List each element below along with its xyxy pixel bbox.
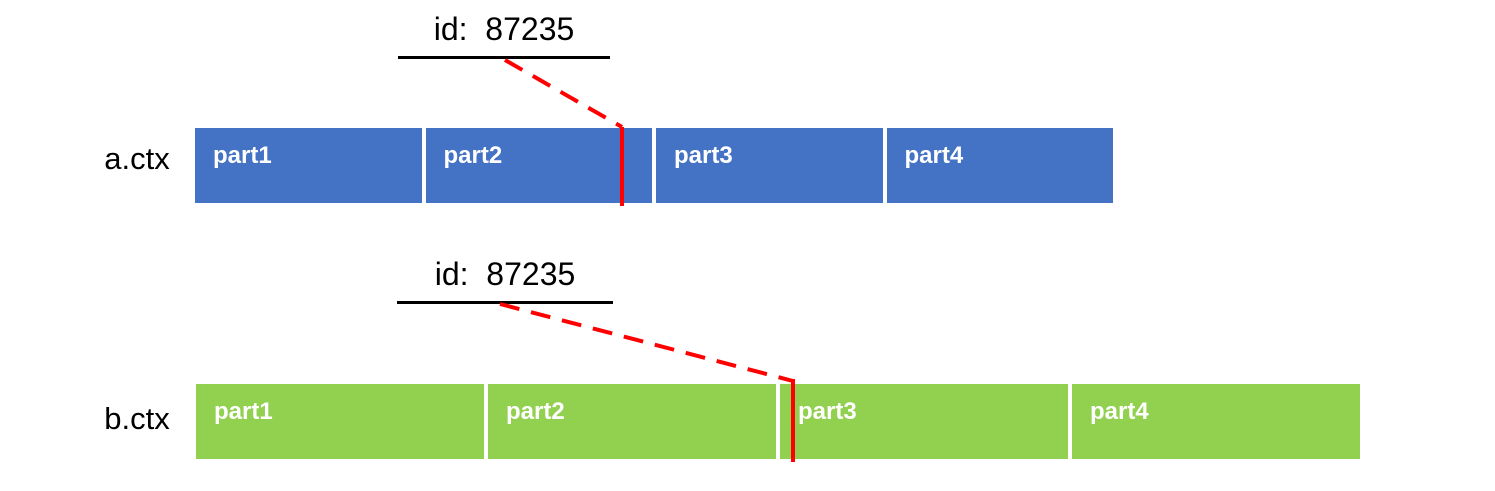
bar-b-part1: part1 [196,384,484,459]
callout-b-underline [397,301,613,304]
bar-a-part4: part4 [886,128,1113,203]
bar-a-name-label: a.ctx [104,141,170,176]
callout-b-leader-line [499,302,794,383]
bar-b-name-label: b.ctx [104,401,170,436]
bar-b-part3: part3 [780,384,1068,459]
bar-b-part4: part4 [1072,384,1360,459]
bar-a-part2: part2 [425,128,652,203]
bar-b-id-position-marker [791,379,795,462]
bar-a-part3: part3 [656,128,883,203]
bar-b: part1 part2 part3 part4 [196,384,1360,459]
bar-a-part1: part1 [195,128,422,203]
bar-b-part2: part2 [488,384,776,459]
callout-b-label: id: 87235 [434,256,576,292]
bar-a-id-position-marker [620,127,624,206]
bar-a: part1 part2 part3 part4 [195,128,1113,203]
callout-a-underline [398,56,610,59]
callout-a-leader-line [504,58,623,129]
callout-a-label: id: 87235 [433,11,575,47]
